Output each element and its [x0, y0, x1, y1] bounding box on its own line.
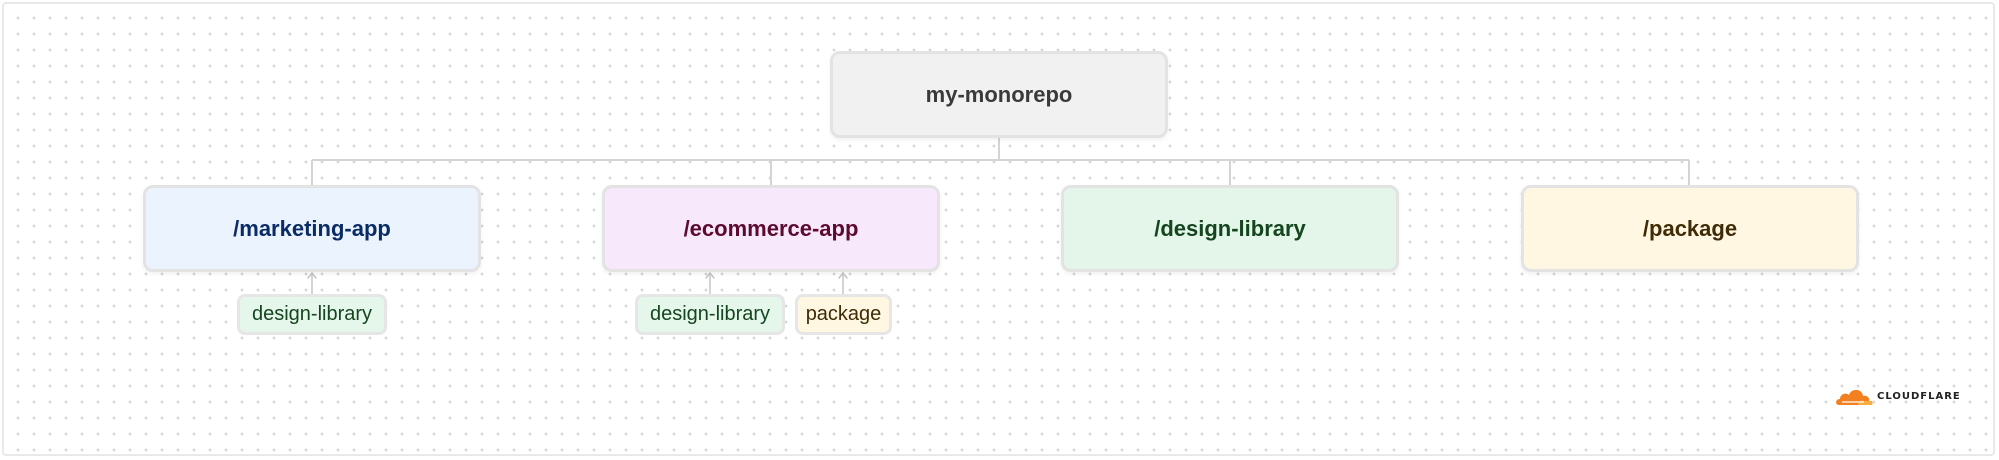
root-node: my-monorepo — [830, 51, 1168, 138]
marketing-dependency-design-library-tag: design-library — [237, 294, 387, 335]
package-node: /package — [1521, 185, 1859, 272]
cloud-icon — [1836, 389, 1873, 405]
design-library-node: /design-library — [1061, 185, 1399, 272]
ecommerce-dependency-design-library-tag: design-library — [635, 294, 785, 335]
design-library-label: /design-library — [1154, 215, 1306, 241]
dependency-label: design-library — [251, 303, 373, 325]
dependency-label: package — [805, 303, 882, 325]
marketing-app-node: /marketing-app — [143, 185, 481, 272]
package-label: /package — [1642, 215, 1738, 241]
marketing-app-label: /marketing-app — [233, 215, 391, 241]
ecommerce-dependency-package-tag: package — [795, 294, 892, 335]
ecommerce-app-node: /ecommerce-app — [602, 185, 940, 272]
dependency-label: design-library — [649, 303, 771, 325]
root-label: my-monorepo — [925, 81, 1073, 107]
logo-text: CLOUDFLARE — [1877, 390, 1961, 402]
cloudflare-logo: CLOUDFLARE — [1834, 385, 1961, 407]
ecommerce-app-label: /ecommerce-app — [683, 215, 859, 241]
